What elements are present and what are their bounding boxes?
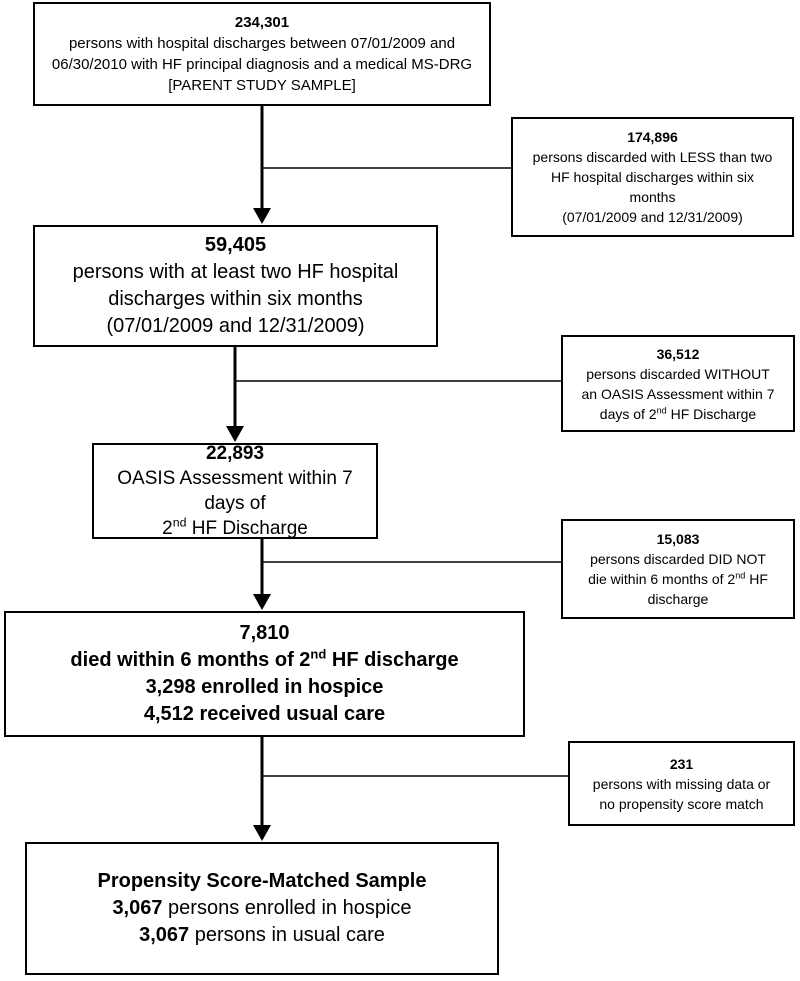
died-line-2: 3,298 enrolled in hospice [145,676,384,698]
parent-line-1: persons with hospital discharges between… [68,35,456,52]
exclusion-box-3: 15,083 persons discarded DID NOT die wit… [561,519,795,619]
exclusion-1-count: 174,896 [627,129,678,145]
exclusion-3-line-2: die within 6 months of 2nd HF [588,570,768,587]
exclusion-1-line-1: persons discarded with LESS than two [532,149,773,165]
oasis-line-1: OASIS Assessment within 7 days of [117,468,353,514]
parent-study-sample-box: 234,301 persons with hospital discharges… [33,2,491,106]
oasis-line-2: 2nd HF Discharge [162,515,308,539]
matched-hospice-line: 3,067 persons enrolled in hospice [112,897,412,919]
exclusion-1-line-4: (07/01/2009 and 12/31/2009) [562,209,743,225]
exclusion-4-line-1: persons with missing data or [592,775,771,792]
exclusion-box-4: 231 persons with missing data or no prop… [568,741,795,826]
two-hf-discharges-box: 59,405 persons with at least two HF hosp… [33,225,438,347]
arrowhead-1 [253,208,271,224]
twohf-line-1: persons with at least two HF hospital [72,261,399,283]
exclusion-2-line-2: an OASIS Assessment within 7 [581,385,775,402]
parent-line-2: 06/30/2010 with HF principal diagnosis a… [51,56,473,73]
arrowhead-3 [253,594,271,610]
died-count: 7,810 [239,622,290,644]
arrowhead-4 [253,825,271,841]
matched-title: Propensity Score-Matched Sample [97,870,427,892]
twohf-line-2: discharges within six months [108,288,363,310]
oasis-count: 22,893 [205,443,265,464]
twohf-count: 59,405 [204,234,267,256]
exclusion-2-count: 36,512 [656,345,700,362]
exclusion-4-count: 231 [669,755,694,772]
exclusion-1-line-2: HF hospital discharges within six [550,169,755,185]
arrowhead-2 [226,426,244,442]
exclusion-box-1: 174,896 persons discarded with LESS than… [511,117,794,237]
parent-count: 234,301 [234,14,290,31]
exclusion-2-line-1: persons discarded WITHOUT [586,365,770,382]
propensity-matched-sample-box: Propensity Score-Matched Sample 3,067 pe… [25,842,499,975]
twohf-line-3: (07/01/2009 and 12/31/2009) [106,315,365,337]
exclusion-3-line-1: persons discarded DID NOT [590,551,766,567]
exclusion-3-count: 15,083 [656,531,700,547]
matched-usual-line: 3,067 persons in usual care [139,924,385,946]
exclusion-1-line-3: months [629,189,676,205]
exclusion-4-line-2: no propensity score match [599,795,764,812]
exclusion-3-line-3: discharge [647,591,709,607]
exclusion-box-2: 36,512 persons discarded WITHOUT an OASI… [561,335,795,432]
oasis-assessment-box: 22,893 OASIS Assessment within 7 days of… [92,443,378,539]
died-line-3: 4,512 received usual care [143,703,386,725]
exclusion-2-line-3: days of 2nd HF Discharge [599,404,757,422]
died-within-6-months-box: 7,810 died within 6 months of 2nd HF dis… [4,611,525,737]
died-line-1: died within 6 months of 2nd HF discharge [70,646,459,671]
parent-line-3: [PARENT STUDY SAMPLE] [168,77,356,94]
